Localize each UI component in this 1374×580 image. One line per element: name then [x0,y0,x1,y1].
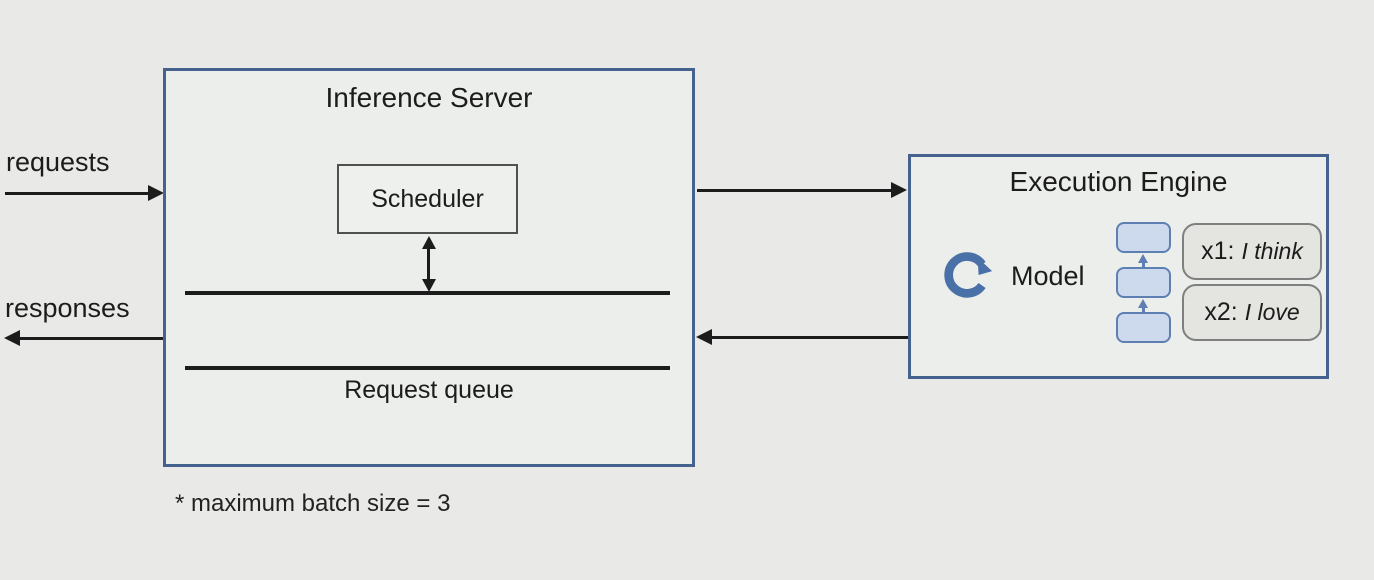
responses-label: responses [5,293,130,323]
request-queue-label: Request queue [344,376,514,404]
engine-to-server-arrowhead-icon [696,329,712,345]
batch-size-footnote: * maximum batch size = 3 [175,490,451,517]
execution-engine-title: Execution Engine [1009,166,1228,197]
execution-engine-box: Execution Engine Model x1: I think x2: I… [908,154,1329,379]
responses-arrowhead-icon [4,330,20,346]
token-box-2 [1116,267,1171,298]
token-up-arrow-line [1142,261,1145,268]
scheduler-label: Scheduler [371,184,484,213]
scheduler-box: Scheduler [337,164,518,234]
batch-item-x2: x2: I love [1182,284,1322,341]
token-box-1 [1116,222,1171,253]
loop-refresh-icon [944,252,993,298]
server-to-engine-line [697,189,893,192]
batch-item-x1: x1: I think [1182,223,1322,280]
double-arrow-line [427,247,430,281]
token-box-3 [1116,312,1171,343]
token-up-arrow-line [1142,306,1145,313]
engine-to-server-line [712,336,908,339]
model-label: Model [1011,261,1085,291]
inference-server-box: Inference Server Scheduler Request queue [163,68,695,467]
batch-item-text: I think [1241,238,1303,264]
queue-line-bottom [185,366,670,370]
batch-item-text: I love [1244,299,1300,325]
double-arrow-down-icon [422,279,436,292]
requests-label: requests [6,147,110,177]
queue-line-top [185,291,670,295]
token-up-arrowhead-icon [1138,299,1148,308]
requests-arrowhead-icon [148,185,164,201]
batch-item-id: x2: [1204,298,1238,326]
token-up-arrowhead-icon [1138,254,1148,263]
server-to-engine-arrowhead-icon [891,182,907,198]
double-arrow-up-icon [422,236,436,249]
responses-arrow-line [20,337,163,340]
requests-arrow-line [5,192,150,195]
batch-item-id: x1: [1201,237,1235,265]
inference-server-title: Inference Server [325,82,533,113]
